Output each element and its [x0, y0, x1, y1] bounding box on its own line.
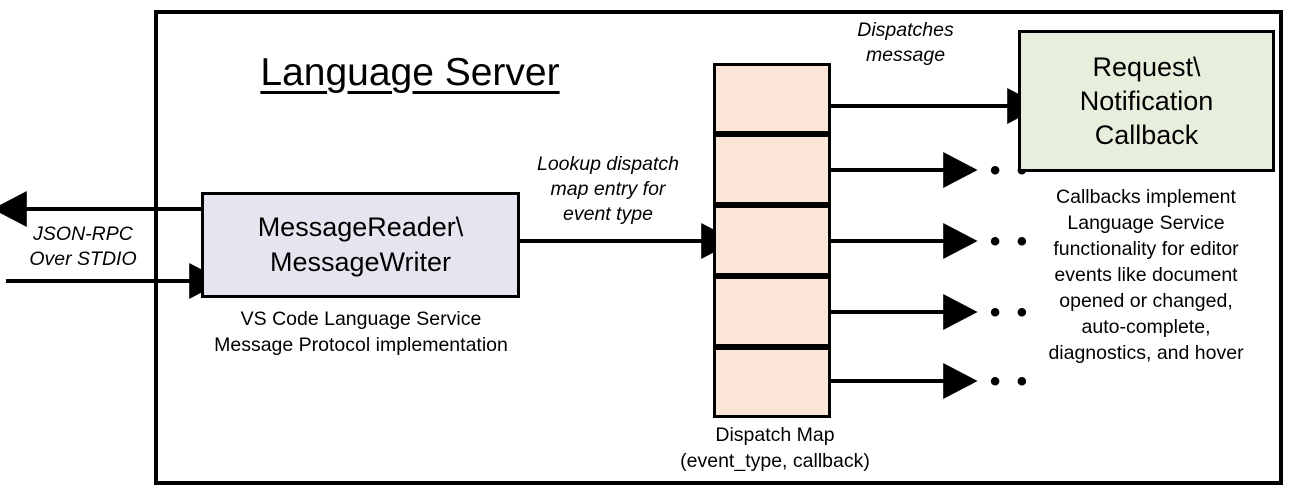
callback-label-line-3: Callback [1094, 120, 1199, 151]
request-notification-callback-box[interactable]: Request\ Notification Callback [1018, 30, 1275, 172]
dispatch-map-cell-3[interactable] [713, 205, 831, 276]
dispatch-map-cell-1[interactable] [713, 63, 831, 134]
dispatch-label-line-1: Dispatches [857, 19, 954, 41]
callback-caption: Callbacks implement Language Service fun… [1005, 185, 1287, 366]
callback-caption-line-5: opened or changed, [1059, 289, 1233, 312]
ellipsis-row-4: • • • [963, 296, 1032, 329]
dispatch-map-cell-2[interactable] [713, 134, 831, 205]
ellipsis-row-3: • • • [963, 225, 1032, 258]
dispatch-map-caption: Dispatch Map (event_type, callback) [635, 422, 915, 474]
page-title: Language Server [260, 51, 560, 94]
dispatch-caption-line-2: (event_type, callback) [680, 450, 870, 473]
edge-label-dispatches-message: Dispatches message [828, 18, 983, 68]
reader-label-line-2: MessageWriter [269, 247, 452, 277]
callback-caption-line-3: functionality for editor [1053, 237, 1239, 260]
ellipsis-row-5: • • • [963, 365, 1032, 398]
ellipsis-row-2: • • • [963, 154, 1032, 187]
lookup-label-line-3: event type [563, 202, 653, 225]
callback-caption-line-4: events like document [1054, 263, 1238, 286]
reader-label-line-1: MessageReader\ [257, 212, 464, 243]
callback-caption-line-2: Language Service [1067, 211, 1225, 234]
edge-label-lookup-dispatch: Lookup dispatch map entry for event type [508, 152, 708, 227]
dispatch-map-cell-4[interactable] [713, 276, 831, 347]
language-server-boundary [154, 10, 1283, 485]
message-reader-writer-caption: VS Code Language Service Message Protoco… [181, 307, 541, 359]
edge-label-json-rpc-stdio: JSON-RPC Over STDIO [8, 222, 158, 272]
dispatch-caption-line-1: Dispatch Map [715, 424, 835, 446]
message-reader-writer-box[interactable]: MessageReader\ MessageWriter [201, 192, 520, 298]
callback-caption-line-6: auto-complete, [1081, 315, 1211, 338]
stdio-label-line-1: JSON-RPC [33, 223, 133, 245]
dispatch-label-line-2: message [865, 43, 946, 66]
callback-label: Request\ Notification Callback [1080, 50, 1214, 153]
reader-caption-line-2: Message Protocol implementation [214, 333, 508, 356]
callback-label-line-1: Request\ [1092, 51, 1201, 82]
reader-caption-line-1: VS Code Language Service [240, 308, 482, 330]
dispatch-map-cell-5[interactable] [713, 347, 831, 418]
lookup-label-line-2: map entry for [550, 177, 666, 200]
callback-label-line-2: Notification [1079, 85, 1214, 116]
callback-caption-line-7: diagnostics, and hover [1048, 341, 1244, 364]
callback-caption-line-1: Callbacks implement [1056, 186, 1236, 208]
stdio-label-line-2: Over STDIO [29, 247, 137, 270]
message-reader-writer-label: MessageReader\ MessageWriter [258, 210, 464, 279]
lookup-label-line-1: Lookup dispatch [536, 153, 680, 175]
